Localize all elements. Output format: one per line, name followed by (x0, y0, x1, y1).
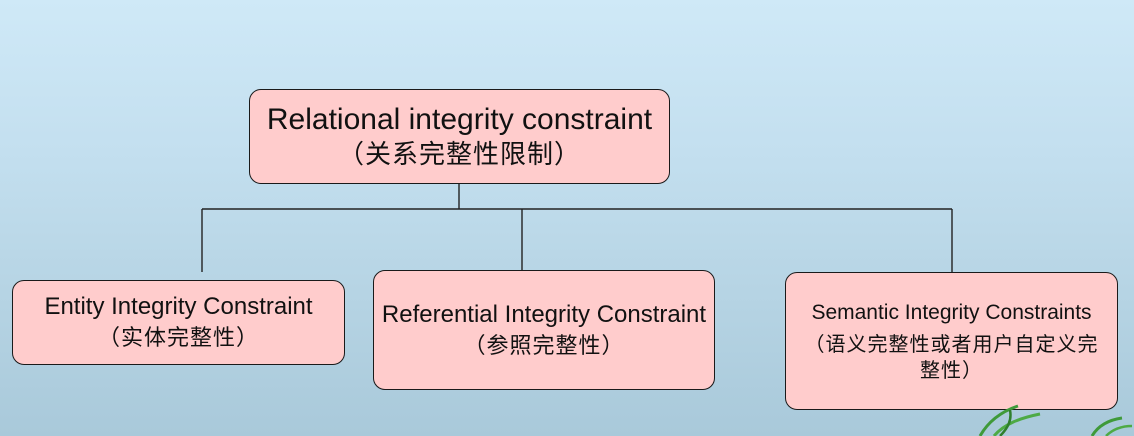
leaf-icon (978, 404, 1133, 436)
entity-integrity-title: Entity Integrity Constraint (44, 292, 313, 320)
relational-integrity-title: Relational integrity constraint (266, 102, 653, 136)
entity-integrity-node: Entity Integrity Constraint （实体完整性） (12, 280, 345, 365)
entity-integrity-subtitle: （实体完整性） (97, 325, 259, 351)
semantic-integrity-subtitle: （语义完整性或者用户自定义完整性） (804, 331, 1099, 382)
relational-integrity-subtitle: （关系完整性限制） (337, 139, 581, 170)
semantic-integrity-node: Semantic Integrity Constraints （语义完整性或者用… (785, 272, 1118, 410)
referential-integrity-node: Referential Integrity Constraint （参照完整性） (373, 270, 715, 390)
referential-integrity-subtitle: （参照完整性） (463, 334, 625, 360)
relational-integrity-node: Relational integrity constraint （关系完整性限制… (249, 89, 670, 184)
semantic-integrity-title: Semantic Integrity Constraints (811, 301, 1092, 325)
referential-integrity-title: Referential Integrity Constraint (381, 301, 707, 329)
